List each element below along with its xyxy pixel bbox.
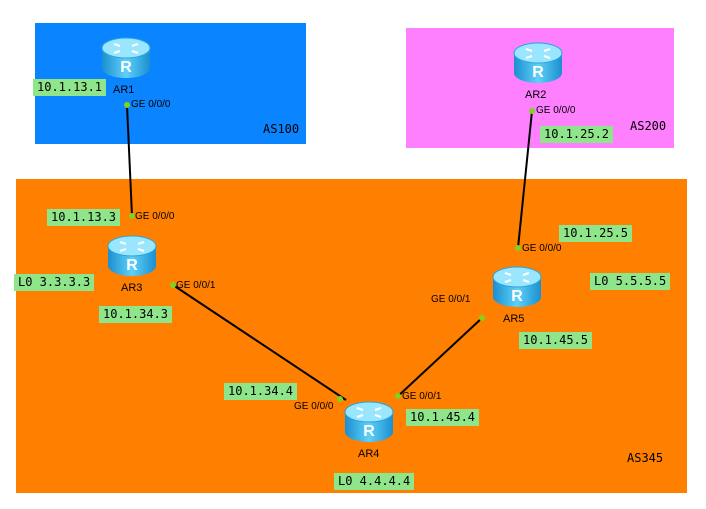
router-name-ar5: AR5: [503, 313, 525, 325]
router-icon: R: [344, 401, 394, 442]
router-ar2[interactable]: R: [512, 37, 564, 87]
port-ar2-ge000: GE 0/0/0: [536, 105, 576, 116]
router-icon: R: [492, 266, 542, 307]
port-ar5-ge001: GE 0/0/1: [431, 294, 471, 305]
svg-text:R: R: [126, 257, 138, 274]
port-dot-ar4-right: [395, 393, 401, 399]
link-ar3-ar4: [172, 284, 347, 401]
link-ar1-ar3: [126, 104, 133, 217]
ip-ar3-down: 10.1.34.3: [99, 306, 173, 323]
loopback-ar4: L0 4.4.4.4: [334, 473, 415, 490]
svg-text:R: R: [511, 288, 523, 305]
ip-ar5-up: 10.1.25.5: [559, 225, 633, 242]
router-name-ar1: AR1: [113, 84, 135, 96]
router-ar4[interactable]: R: [343, 396, 395, 446]
port-ar4-ge000: GE 0/0/0: [294, 401, 334, 412]
port-dot-ar2: [529, 108, 535, 114]
port-ar4-ge001: GE 0/0/1: [402, 391, 442, 402]
port-dot-ar1: [124, 102, 130, 108]
ip-ar3-up: 10.1.13.3: [47, 209, 121, 226]
router-name-ar4: AR4: [358, 448, 380, 460]
link-ar2-ar5: [517, 110, 533, 249]
as100-label: AS100: [263, 122, 300, 136]
svg-text:R: R: [120, 59, 132, 76]
ip-ar4-left: 10.1.34.4: [224, 383, 298, 400]
loopback-ar5: L0 5.5.5.5: [590, 273, 671, 290]
as200-label: AS200: [630, 119, 667, 133]
loopback-ar3: L0 3.3.3.3: [14, 274, 95, 291]
port-ar3-ge000: GE 0/0/0: [135, 211, 175, 222]
router-icon: R: [107, 235, 157, 276]
port-dot-ar5-up: [515, 245, 521, 251]
router-ar3[interactable]: R: [106, 230, 158, 280]
port-ar5-ge000: GE 0/0/0: [522, 243, 562, 254]
port-dots: [124, 102, 535, 402]
router-icon: R: [101, 37, 151, 78]
svg-text:R: R: [363, 423, 375, 440]
port-ar3-ge001: GE 0/0/1: [176, 280, 216, 291]
port-ar1-ge000: GE 0/0/0: [131, 99, 171, 110]
port-dot-ar3-down: [170, 282, 176, 288]
port-dot-ar3-up: [129, 213, 135, 219]
svg-text:R: R: [532, 64, 544, 81]
port-dot-ar4-left: [337, 396, 343, 402]
router-ar5[interactable]: R: [491, 261, 543, 311]
link-ar4-ar5: [395, 317, 483, 399]
ip-ar2: 10.1.25.2: [540, 126, 614, 143]
ip-ar4-right: 10.1.45.4: [406, 409, 480, 426]
as345-label: AS345: [627, 451, 664, 465]
port-dot-ar5-down: [479, 315, 485, 321]
ip-ar1: 10.1.13.1: [33, 79, 107, 96]
router-name-ar2: AR2: [525, 89, 547, 101]
router-icon: R: [513, 42, 563, 83]
router-ar1[interactable]: R: [100, 32, 152, 82]
router-name-ar3: AR3: [121, 282, 143, 294]
ip-ar5-down: 10.1.45.5: [519, 332, 593, 349]
